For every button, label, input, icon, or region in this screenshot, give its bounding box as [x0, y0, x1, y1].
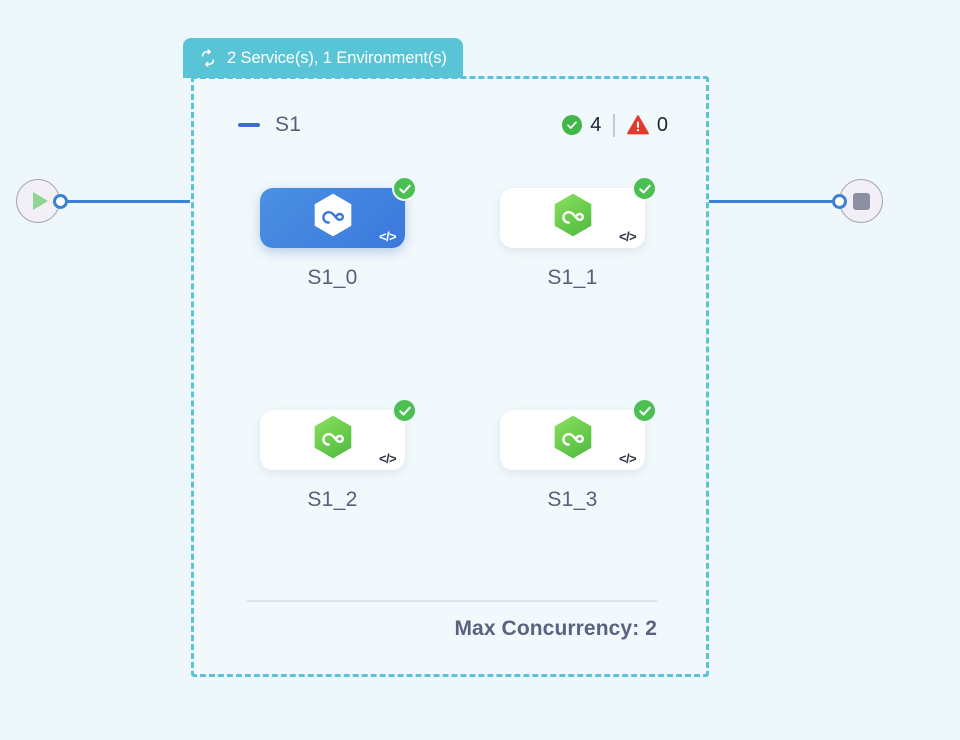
node-s1-1[interactable]: </> S1_1	[500, 176, 657, 290]
status-divider	[613, 113, 615, 137]
status-cluster: 4 0	[562, 113, 668, 137]
start-node-output-handle[interactable]	[53, 194, 68, 209]
stop-icon	[852, 192, 870, 210]
status-success: 4	[562, 114, 601, 137]
edge-group-to-end	[709, 200, 841, 203]
node-card[interactable]: </>	[500, 176, 657, 248]
node-label: S1_0	[307, 266, 358, 289]
footer-divider	[247, 600, 657, 602]
check-badge-icon	[632, 398, 657, 423]
code-icon: </>	[619, 229, 637, 244]
service-group-container: S1 4	[191, 76, 709, 677]
code-icon: </>	[379, 229, 397, 244]
node-card[interactable]: </>	[260, 176, 417, 248]
end-node-input-handle[interactable]	[832, 194, 847, 209]
group-header-label: 2 Service(s), 1 Environment(s)	[227, 48, 447, 67]
code-icon: </>	[619, 451, 637, 466]
max-concurrency-label: Max Concurrency: 2	[454, 617, 657, 640]
node-s1-3[interactable]: </> S1_3	[500, 398, 657, 512]
edge-start-to-group	[60, 200, 190, 203]
node-card[interactable]: </>	[260, 398, 417, 470]
code-icon: </>	[379, 451, 397, 466]
service-hexagon-icon	[551, 414, 595, 467]
warning-count: 0	[656, 113, 668, 136]
check-badge-icon	[392, 176, 417, 201]
node-label: S1_2	[307, 488, 358, 511]
start-node[interactable]	[16, 179, 60, 223]
service-hexagon-icon	[311, 192, 355, 245]
group-title-row: S1 4	[238, 110, 668, 140]
status-warning: 0	[626, 113, 668, 137]
group-title: S1	[275, 113, 302, 136]
success-count: 4	[590, 113, 602, 136]
node-card[interactable]: </>	[500, 398, 657, 470]
service-hexagon-icon	[311, 414, 355, 467]
minus-icon[interactable]	[238, 123, 260, 127]
service-hexagon-icon	[551, 192, 595, 245]
check-badge-icon	[632, 176, 657, 201]
node-s1-0[interactable]: </> S1_0	[260, 176, 417, 290]
node-s1-2[interactable]: </> S1_2	[260, 398, 417, 512]
group-header-tab[interactable]: 2 Service(s), 1 Environment(s)	[183, 38, 463, 78]
loop-arrows-icon	[198, 48, 218, 68]
check-circle-icon	[562, 115, 583, 135]
node-label: S1_3	[547, 488, 598, 511]
play-icon	[32, 192, 48, 210]
check-badge-icon	[392, 398, 417, 423]
node-label: S1_1	[547, 266, 598, 289]
warning-triangle-icon	[626, 115, 649, 135]
